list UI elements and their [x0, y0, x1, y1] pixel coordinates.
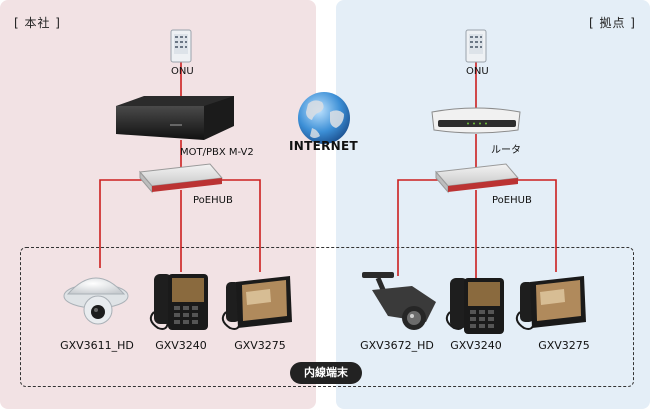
dome-camera-icon — [63, 277, 129, 325]
device-label: GXV3275 — [538, 339, 590, 352]
pbx-label: MOT/PBX M-V2 — [180, 147, 254, 158]
device-label: GXV3240 — [155, 339, 207, 352]
headquarters-zone: [ 本社 ] — [0, 0, 316, 409]
video-phone-icon — [149, 274, 208, 330]
terminal-group-box — [20, 247, 634, 387]
onu-label-left: ONU — [171, 66, 194, 77]
onu-icon — [465, 29, 487, 63]
link-hub-camera-right — [397, 179, 438, 276]
device-label: GXV3672_HD — [360, 339, 434, 352]
link-hub-phone2-right — [514, 179, 557, 272]
router-label: ルータ — [491, 145, 521, 156]
link-hub-camera-left — [99, 179, 142, 268]
video-phone-icon — [515, 276, 586, 330]
hub-icon — [435, 163, 519, 194]
link-hub-phone2-left — [220, 179, 261, 272]
link-lines — [99, 62, 557, 278]
hub-icon — [139, 163, 223, 194]
device-label: GXV3611_HD — [60, 339, 134, 352]
router-icon — [431, 107, 521, 134]
onu-icon — [170, 29, 192, 63]
video-phone-icon — [445, 278, 504, 334]
hub-label-left: PoEHUB — [193, 195, 233, 206]
onu-label-right: ONU — [466, 66, 489, 77]
device-label: GXV3240 — [450, 339, 502, 352]
device-label: GXV3275 — [234, 339, 286, 352]
branch-zone: [ 拠点 ] — [336, 0, 650, 409]
headquarters-label: [ 本社 ] — [14, 16, 61, 30]
video-phone-icon — [221, 276, 292, 330]
internet-label: INTERNET — [289, 139, 358, 153]
pbx-icon — [116, 96, 234, 140]
hub-label-right: PoEHUB — [492, 195, 532, 206]
terminal-group-badge: 内線端末 — [290, 362, 362, 384]
globe-icon — [298, 92, 350, 144]
bullet-camera-icon — [362, 272, 436, 330]
branch-label: [ 拠点 ] — [589, 16, 636, 30]
